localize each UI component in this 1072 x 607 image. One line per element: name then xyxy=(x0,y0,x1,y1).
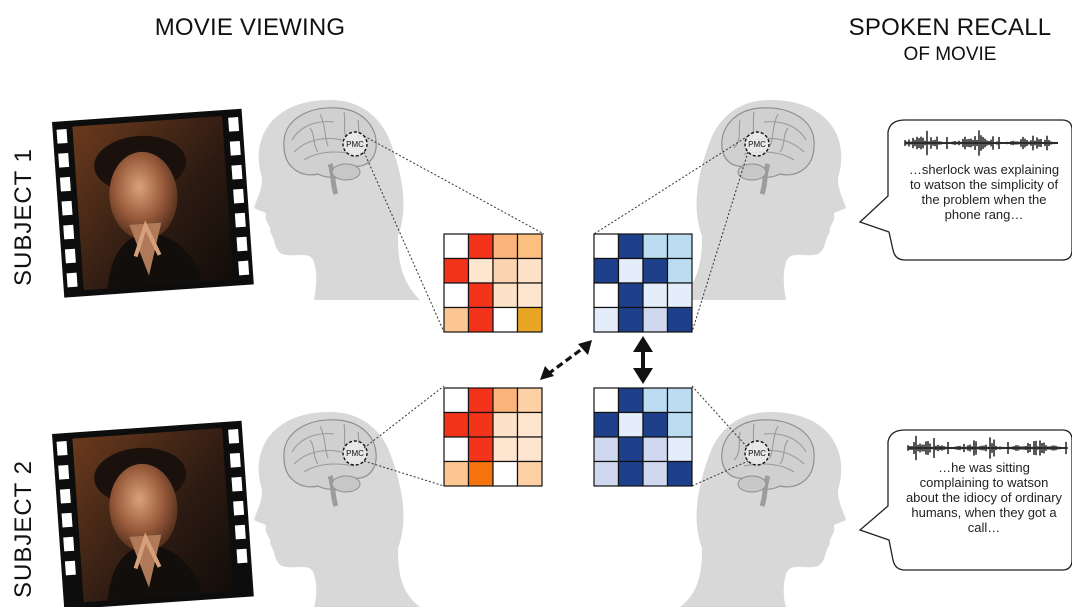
matrix-recall-s1 xyxy=(593,233,693,333)
movie-frame-subject-2 xyxy=(52,420,254,607)
head-viewing-subject-2 xyxy=(254,412,420,607)
matrix-cell xyxy=(642,233,669,260)
pmc-marker-viewing-2: PMC xyxy=(342,440,368,466)
matrix-cell xyxy=(492,257,519,284)
matrix-cell xyxy=(443,282,470,309)
matrix-cell xyxy=(443,233,470,260)
matrix-cell xyxy=(516,233,543,260)
speech-bubble-subject-1 xyxy=(858,119,1072,261)
matrix-cell xyxy=(467,282,494,309)
matrix-cell xyxy=(443,387,470,414)
pmc-label: PMC xyxy=(748,140,766,149)
speech-bubble-subject-2 xyxy=(858,429,1072,571)
matrix-recall-s2 xyxy=(593,387,693,487)
matrix-cell xyxy=(642,460,669,487)
matrix-cell xyxy=(467,387,494,414)
pmc-label: PMC xyxy=(346,449,364,458)
matrix-cell xyxy=(642,257,669,284)
matrix-cell xyxy=(467,257,494,284)
matrix-cell xyxy=(492,233,519,260)
head-recall-subject-1 xyxy=(680,100,846,300)
matrix-cell xyxy=(617,436,644,463)
matrix-cell xyxy=(492,411,519,438)
matrix-cell xyxy=(443,411,470,438)
matrix-cell xyxy=(443,306,470,333)
matrix-cell xyxy=(516,257,543,284)
matrix-cell xyxy=(666,282,693,309)
matrix-cell xyxy=(492,387,519,414)
matrix-cell xyxy=(617,257,644,284)
matrix-cell xyxy=(666,233,693,260)
matrix-viewing-s2 xyxy=(443,387,543,487)
matrix-cell xyxy=(492,436,519,463)
of-movie-subheader: OF MOVIE xyxy=(903,44,997,65)
matrix-cell xyxy=(467,411,494,438)
recall-text-subject-2: …he was sitting complaining to watson ab… xyxy=(905,460,1063,535)
matrix-cell xyxy=(443,257,470,284)
solid-double-arrow xyxy=(633,336,653,384)
matrix-cell xyxy=(666,257,693,284)
matrix-cell xyxy=(617,460,644,487)
head-viewing-subject-1 xyxy=(254,100,420,300)
waveform-subject-2 xyxy=(907,435,1068,461)
matrix-cell xyxy=(467,436,494,463)
matrix-cell xyxy=(516,411,543,438)
matrix-cell xyxy=(516,282,543,309)
waveform-subject-1 xyxy=(904,130,1058,156)
matrix-cell xyxy=(617,306,644,333)
matrix-cell xyxy=(642,411,669,438)
dashed-double-arrow xyxy=(540,340,592,380)
matrix-cell xyxy=(516,387,543,414)
matrix-cell xyxy=(492,282,519,309)
matrix-cell xyxy=(593,306,620,333)
matrix-cell xyxy=(593,233,620,260)
matrix-cell xyxy=(443,436,470,463)
movie-viewing-header: MOVIE VIEWING xyxy=(154,14,346,41)
pmc-label: PMC xyxy=(748,449,766,458)
matrix-cell xyxy=(617,282,644,309)
matrix-cell xyxy=(642,282,669,309)
matrix-cell xyxy=(467,460,494,487)
matrix-cell xyxy=(617,233,644,260)
matrix-cell xyxy=(467,233,494,260)
audio-waveforms xyxy=(904,130,1068,461)
matrices xyxy=(443,233,693,487)
matrix-cell xyxy=(593,257,620,284)
matrix-cell xyxy=(666,306,693,333)
recall-text-subject-1: …sherlock was explaining to watson the s… xyxy=(908,162,1060,222)
matrix-cell xyxy=(666,436,693,463)
head-recall-subject-2 xyxy=(680,412,846,607)
matrix-cell xyxy=(666,460,693,487)
matrix-cell xyxy=(593,436,620,463)
matrix-cell xyxy=(617,411,644,438)
matrix-cell xyxy=(516,436,543,463)
movie-frame-subject-1 xyxy=(52,108,254,298)
spoken-recall-header: SPOKEN RECALL xyxy=(848,14,1052,41)
matrix-cell xyxy=(617,387,644,414)
matrix-cell xyxy=(642,306,669,333)
matrix-cell xyxy=(593,387,620,414)
matrix-cell xyxy=(516,306,543,333)
pmc-label: PMC xyxy=(346,140,364,149)
matrix-cell xyxy=(467,306,494,333)
matrix-cell xyxy=(593,460,620,487)
matrix-cell xyxy=(666,411,693,438)
pmc-marker-recall-1: PMC xyxy=(744,131,770,157)
projection-lines xyxy=(363,135,749,487)
matrix-viewing-s1 xyxy=(443,233,543,333)
matrix-cell xyxy=(642,436,669,463)
pmc-marker-viewing-1: PMC xyxy=(342,131,368,157)
matrix-cell xyxy=(443,460,470,487)
pmc-marker-recall-2: PMC xyxy=(744,440,770,466)
matrix-cell xyxy=(593,282,620,309)
matrix-cell xyxy=(492,306,519,333)
matrix-cell xyxy=(593,411,620,438)
matrix-cell xyxy=(492,460,519,487)
matrix-cell xyxy=(642,387,669,414)
matrix-cell xyxy=(516,460,543,487)
matrix-cell xyxy=(666,387,693,414)
